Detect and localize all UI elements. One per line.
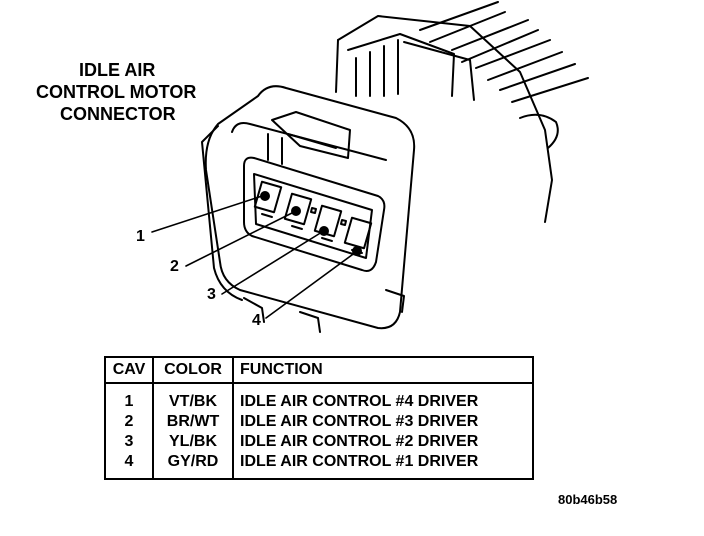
pin-callout-3: 3	[207, 286, 216, 303]
terminal-dot	[260, 191, 362, 256]
pin-callout-4: 4	[252, 312, 261, 329]
table-row: 1 VT/BK IDLE AIR CONTROL #4 DRIVER	[105, 383, 533, 412]
function-cell: IDLE AIR CONTROL #1 DRIVER	[240, 453, 479, 470]
function-cell: IDLE AIR CONTROL #3 DRIVER	[240, 413, 479, 430]
color-cell: BR/WT	[153, 412, 234, 432]
column-header-function: FUNCTION	[233, 357, 533, 384]
callout-leader-lines	[151, 195, 357, 319]
table-row: 4 GY/RD IDLE AIR CONTROL #1 DRIVER	[105, 452, 533, 479]
pinout-table: CAV COLOR FUNCTION 1 VT/BK IDLE AIR CONT…	[104, 356, 534, 480]
wire-bundle	[419, 1, 589, 149]
connector-rear-housing	[335, 15, 553, 223]
figure-id: 80b46b58	[558, 492, 618, 507]
pin-callout-2: 2	[170, 258, 179, 275]
table-header-row: CAV COLOR FUNCTION	[105, 357, 533, 384]
diagram-title-line-2: CONTROL MOTOR	[36, 82, 197, 102]
cav-cell: 3	[105, 432, 154, 452]
color-cell: YL/BK	[153, 432, 234, 452]
cav-cell: 1	[105, 383, 154, 412]
column-header-color: COLOR	[153, 357, 234, 384]
cav-cell: 4	[105, 452, 154, 479]
color-cell: GY/RD	[153, 452, 234, 479]
table-row: 2 BR/WT IDLE AIR CONTROL #3 DRIVER	[105, 412, 533, 432]
cav-cell: 2	[105, 412, 154, 432]
connector-front-shell	[201, 85, 416, 333]
diagram-title-line-1: IDLE AIR	[79, 60, 156, 80]
diagram-title-line-3: CONNECTOR	[60, 104, 176, 124]
function-cell: IDLE AIR CONTROL #4 DRIVER	[240, 393, 479, 410]
column-header-cav: CAV	[105, 357, 154, 384]
function-cell: IDLE AIR CONTROL #2 DRIVER	[240, 433, 479, 450]
pin-callout-1: 1	[136, 228, 145, 245]
table-row: 3 YL/BK IDLE AIR CONTROL #2 DRIVER	[105, 432, 533, 452]
color-cell: VT/BK	[153, 383, 234, 412]
